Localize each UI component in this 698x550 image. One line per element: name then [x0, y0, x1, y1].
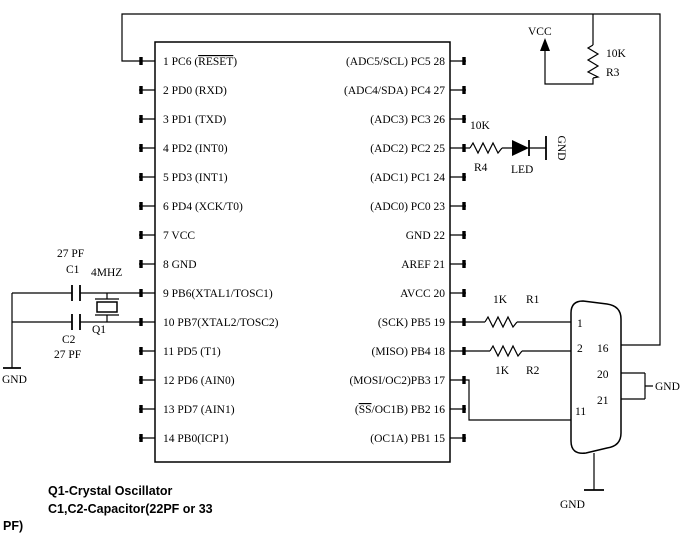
c1-ref-label: C1 — [66, 264, 80, 276]
connector-pin-1-label: 1 — [577, 318, 583, 330]
resistor-r4 — [469, 141, 503, 155]
capacitor-c2-plates — [71, 314, 81, 330]
r1-value-label: 1K — [493, 294, 508, 306]
capacitor-c1-plates — [71, 285, 81, 301]
r3-ref-label: R3 — [606, 67, 620, 79]
vcc-label: VCC — [528, 26, 552, 38]
ic-right-pin-26-label: (ADC3) PC3 26 — [370, 114, 445, 126]
ic-right-pin-28-label: (ADC5/SCL) PC5 28 — [346, 56, 445, 68]
gnd-connector-right-label: GND — [655, 381, 680, 393]
ic-right-pin-19-label: (SCK) PB5 19 — [378, 317, 445, 329]
connector-pin-20-label: 20 — [597, 369, 609, 381]
vcc-arrow-icon — [540, 38, 550, 51]
mcu-pin-stubs-left — [139, 60, 155, 439]
resistor-r2 — [489, 344, 523, 358]
note-line-1: Q1-Crystal Oscillator — [48, 484, 172, 498]
resistor-r3 — [586, 44, 600, 79]
c2-ref-label: C2 — [62, 334, 76, 346]
note-line-3: PF) — [3, 519, 23, 533]
spi-net-wires — [466, 321, 571, 421]
ic-right-pin-15-label: (OC1A) PB1 15 — [370, 433, 445, 445]
led-label: LED — [511, 164, 533, 176]
ic-right-pin-22-label: GND 22 — [406, 230, 446, 242]
ic-right-pin-24-label: (ADC1) PC1 24 — [370, 172, 445, 184]
r4-value-label: 10K — [470, 120, 491, 132]
r1-ref-label: R1 — [526, 294, 540, 306]
db-connector-body — [570, 300, 622, 454]
connector-pin-16-label: 16 — [597, 343, 609, 355]
ic-left-pin-6-label: 6 PD4 (XCK/T0) — [163, 201, 243, 213]
ic-right-pin-16-label: (SS/OC1B) PB2 16 — [355, 404, 445, 416]
c2-value-label: 27 PF — [54, 349, 81, 361]
ic-right-pin-20-label: AVCC 20 — [400, 288, 445, 300]
note-line-2: C1,C2-Capacitor(22PF or 33 — [48, 502, 213, 516]
r2-ref-label: R2 — [526, 365, 540, 377]
mcu-body — [154, 41, 451, 463]
ic-left-pin-4-label: 4 PD2 (INT0) — [163, 143, 228, 155]
ic-left-pin-2-label: 2 PD0 (RXD) — [163, 85, 227, 97]
ic-left-pin-11-label: 11 PD5 (T1) — [163, 346, 221, 358]
ic-left-pin-13-label: 13 PD7 (AIN1) — [163, 404, 235, 416]
ic-left-pin-14-label: 14 PB0(ICP1) — [163, 433, 229, 445]
reset-net-wire — [121, 13, 661, 346]
resistor-r1 — [484, 315, 518, 329]
connector-gnd-right-wires — [621, 372, 653, 400]
gnd-crystal-label: GND — [2, 374, 27, 386]
ic-left-pin-1-label: 1 PC6 (RESET) — [163, 56, 237, 68]
vcc-branch-wire — [544, 51, 594, 85]
connector-pin-2-label: 2 — [577, 343, 583, 355]
ic-left-pin-12-label: 12 PD6 (AIN0) — [163, 375, 235, 387]
ic-left-pin-8-label: 8 GND — [163, 259, 197, 271]
crystal-q1-plates — [95, 298, 119, 316]
c1-value-label: 27 PF — [57, 248, 84, 260]
led-symbol — [512, 140, 529, 156]
q1-ref-label: Q1 — [92, 324, 106, 336]
crystal-q1-body — [96, 301, 118, 313]
ic-left-pin-9-label: 9 PB6(XTAL1/TOSC1) — [163, 288, 273, 300]
ic-right-pin-17-label: (MOSI/OC2)PB3 17 — [349, 375, 445, 387]
ic-left-pin-5-label: 5 PD3 (INT1) — [163, 172, 228, 184]
ic-left-pin-7-label: 7 VCC — [163, 230, 195, 242]
connector-pin-11-label: 11 — [575, 406, 586, 418]
ic-left-pin-10-label: 10 PB7(XTAL2/TOSC2) — [163, 317, 279, 329]
mcu-pin-stubs-right — [450, 60, 466, 439]
ic-right-pin-21-label: AREF 21 — [401, 259, 445, 271]
q1-value-label: 4MHZ — [91, 267, 122, 279]
ic-left-pin-3-label: 3 PD1 (TXD) — [163, 114, 226, 126]
crystal-net-wires — [11, 292, 139, 368]
gnd-led-label: GND — [555, 136, 567, 161]
gnd-connector-bottom-label: GND — [560, 499, 585, 511]
r2-value-label: 1K — [495, 365, 510, 377]
ic-right-pin-23-label: (ADC0) PC0 23 — [370, 201, 445, 213]
r4-ref-label: R4 — [474, 162, 488, 174]
ic-right-pin-25-label: (ADC2) PC2 25 — [370, 143, 445, 155]
r3-value-label: 10K — [606, 48, 627, 60]
ic-right-pin-27-label: (ADC4/SDA) PC4 27 — [344, 85, 445, 97]
connector-pin-21-label: 21 — [597, 395, 609, 407]
ic-right-pin-18-label: (MISO) PB4 18 — [372, 346, 446, 358]
